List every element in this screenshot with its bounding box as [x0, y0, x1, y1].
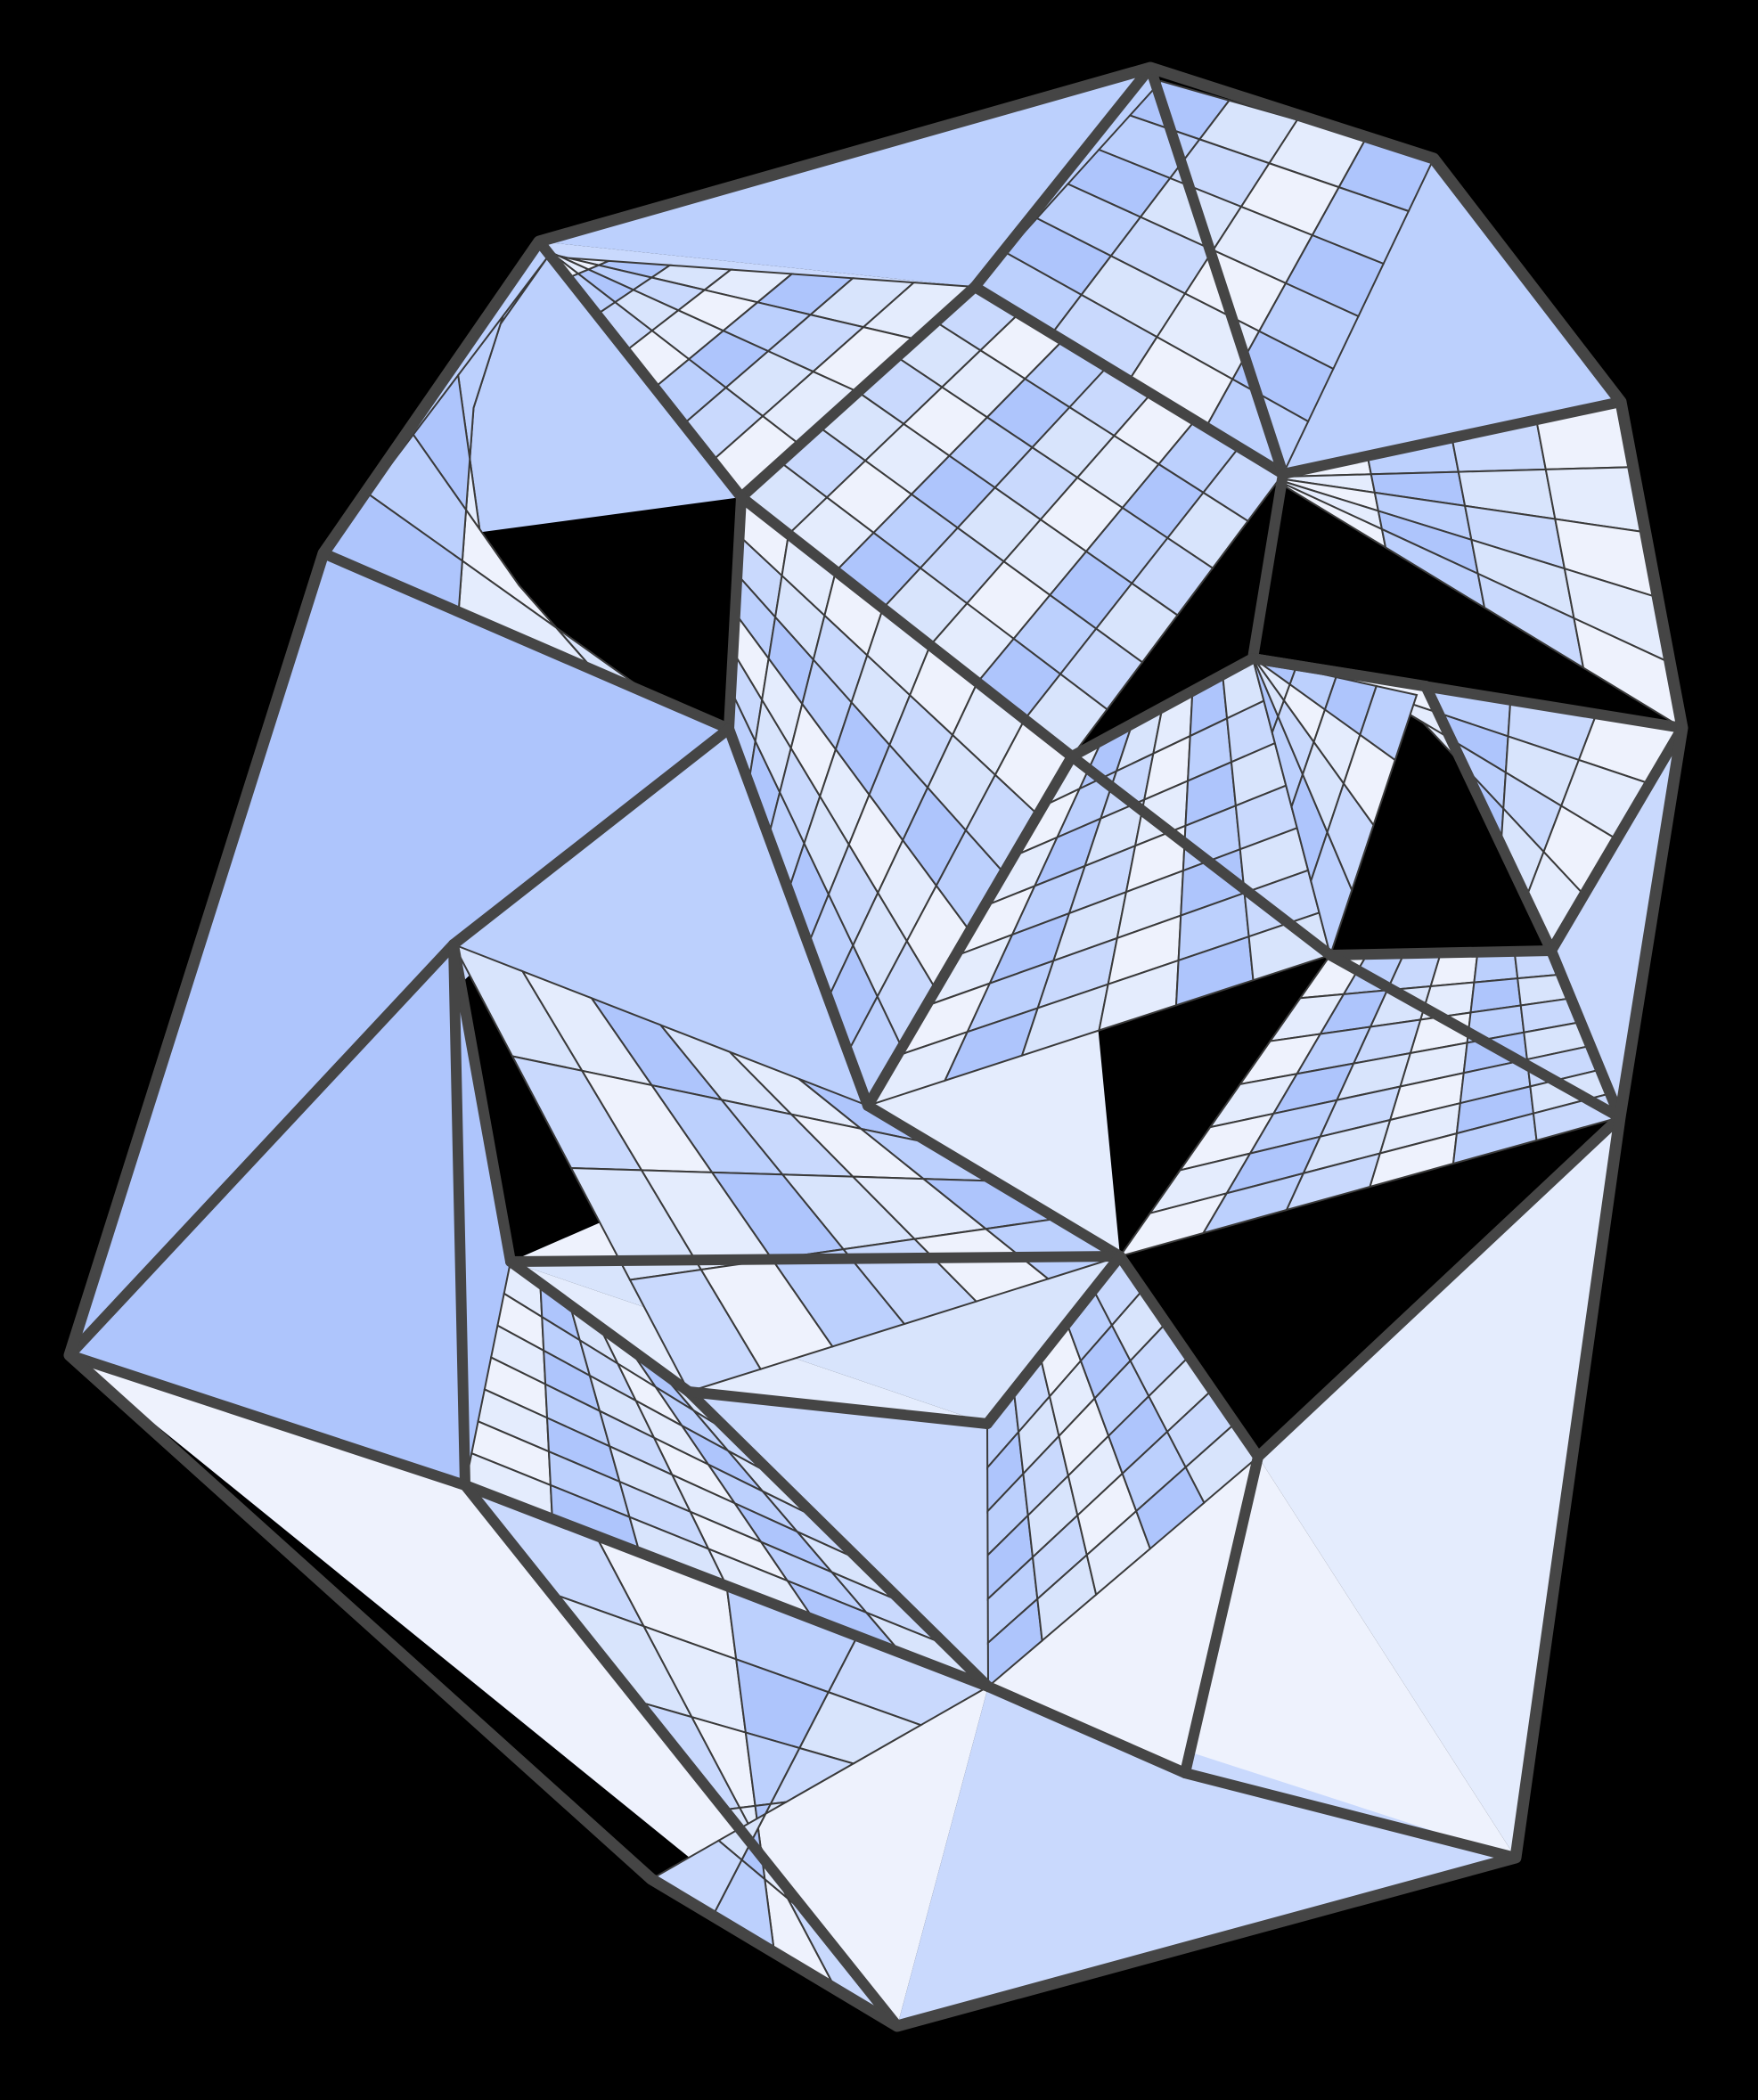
mesh-edge	[1180, 1451, 1263, 1778]
patch-mid-left	[451, 943, 1123, 1393]
mesh-edge	[1247, 469, 1288, 664]
mesh-edge	[534, 236, 747, 503]
face-top-left	[539, 68, 1150, 287]
patch-cell	[1359, 684, 1419, 762]
mesh-edge	[64, 939, 459, 1361]
patch-lower	[985, 1254, 1260, 1689]
mesh-edge	[448, 723, 734, 950]
face-right-lower	[1185, 1457, 1516, 1858]
mesh-edge	[1546, 945, 1625, 1123]
mesh-edge	[1067, 751, 1336, 960]
mesh-edge	[1420, 681, 1557, 956]
patch-top	[538, 241, 977, 499]
mesh-edge	[460, 1480, 903, 2031]
mesh-edge	[724, 723, 873, 1111]
patch-upper-right	[973, 79, 1435, 476]
patch-center-right	[1251, 657, 1419, 959]
quad-patches	[322, 79, 1684, 2027]
mesh-edge	[505, 1256, 694, 1397]
face-upper-right	[1283, 159, 1621, 474]
mesh-edge	[1247, 653, 1431, 691]
face-right-large	[1258, 1117, 1620, 1858]
patch-right	[1281, 400, 1684, 731]
mesh-edge	[683, 1386, 993, 1429]
patch-right-lower	[1117, 949, 1622, 1258]
mesh-edge	[969, 282, 1288, 479]
mesh-edge	[683, 1386, 993, 1692]
mesh-edge	[505, 1251, 1125, 1267]
patch-left	[322, 256, 730, 730]
patch-top-center	[740, 285, 1285, 758]
face-lower-left	[70, 944, 465, 1485]
mesh-edge	[863, 1100, 1125, 1262]
mesh-edge	[1546, 723, 1688, 956]
mesh-edge	[1067, 653, 1258, 762]
mesh-edge	[1278, 396, 1626, 479]
mesh-edge	[448, 939, 470, 1491]
mesh-edge	[982, 1251, 1125, 1429]
mesh-edge	[460, 1480, 993, 1692]
mesh-edge	[969, 62, 1156, 292]
mesh-edge	[724, 492, 747, 734]
mesh-edge	[1325, 945, 1557, 960]
mesh-edge	[1180, 1768, 1521, 1863]
mesh-edge	[1253, 1112, 1625, 1462]
mesh-edge	[64, 1350, 470, 1491]
patch-center	[865, 657, 1332, 1107]
mesh-edge	[1115, 1251, 1263, 1462]
mesh-edge	[1325, 950, 1625, 1123]
face-bottom-center	[988, 1457, 1258, 1773]
mesh-edge	[863, 751, 1077, 1111]
mesh-edge	[448, 939, 516, 1267]
mesh-edge	[736, 492, 1077, 762]
face-bottom-low-2	[897, 1687, 1516, 2026]
face-mid	[454, 729, 868, 1106]
outline-edge	[63, 61, 1688, 2032]
mesh-edge	[318, 548, 734, 734]
face-bottom	[454, 944, 511, 1485]
mesh-edge	[1145, 62, 1288, 479]
face-bottom-low	[651, 1687, 988, 2026]
mesh-edge	[983, 1681, 1190, 1778]
mesh-edge	[736, 282, 980, 503]
mesh-edges	[63, 61, 1688, 2032]
patch-center-left	[727, 495, 1074, 1108]
face-left-tall	[70, 553, 729, 1355]
